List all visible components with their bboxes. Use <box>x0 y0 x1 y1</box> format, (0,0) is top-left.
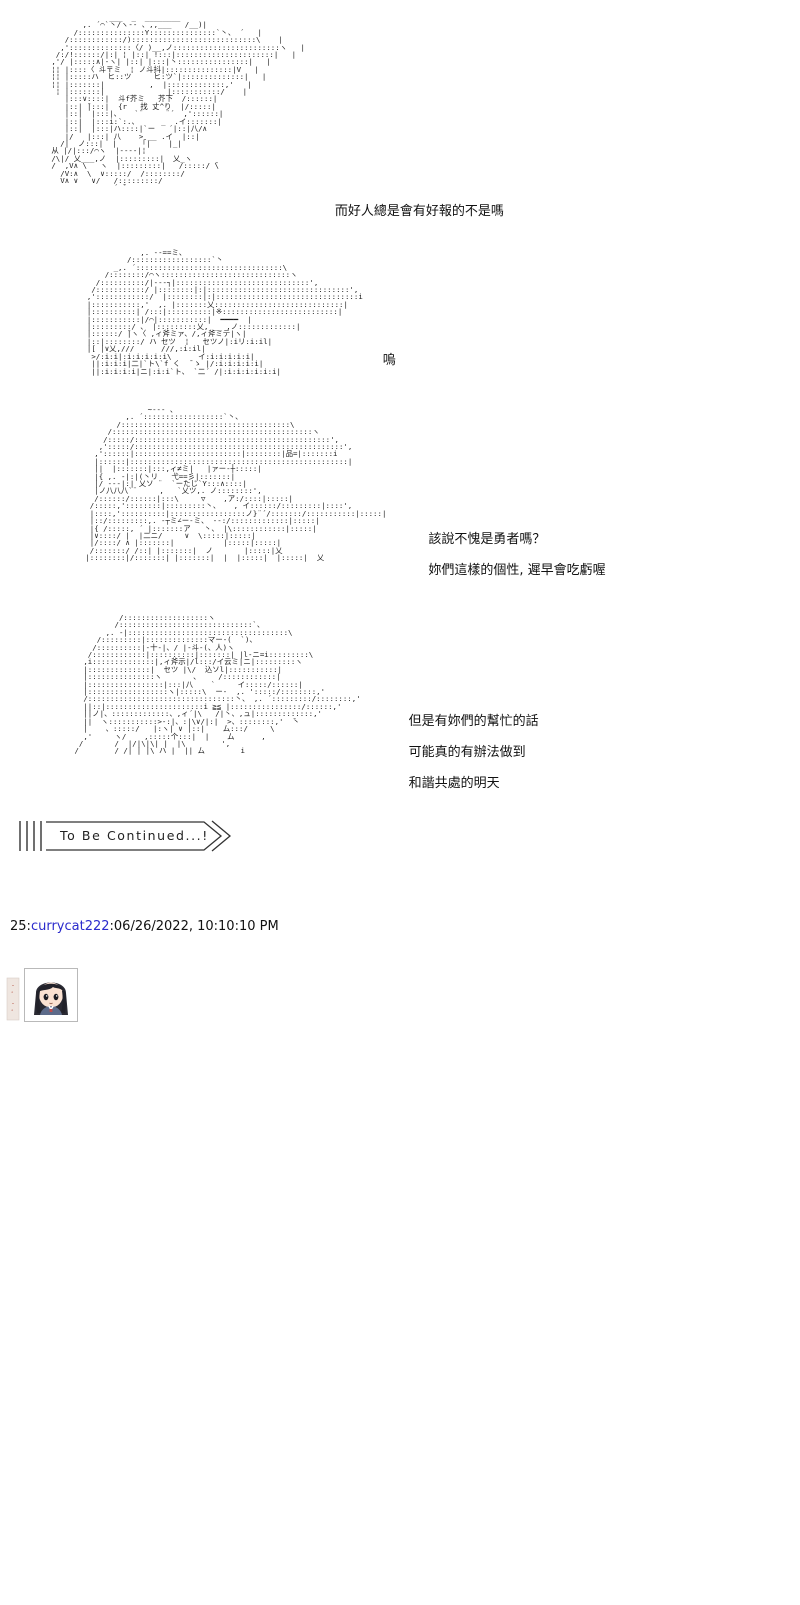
post-number: 25 <box>10 919 27 934</box>
post-timestamp: 06/26/2022, 10:10:10 PM <box>113 919 279 934</box>
scene-1: ___ _ ________ ,. ´⌒`丶/ヽ‐- 、,,___ /__)| … <box>38 14 800 227</box>
ascii-art-girl-arms: ~‐-- 、 ,. ´::::::::::::::::::`丶、 /::::::… <box>85 405 387 563</box>
post-footer: 25:currycat222:06/26/2022, 10:10:10 PM <box>10 919 800 934</box>
svg-text:ﾟ: ﾟ <box>11 992 14 999</box>
ascii-art-girl-smiling: /:::::::::::::::::::ヽ /:::::::::::::::::… <box>74 613 361 756</box>
top-spacer <box>0 0 800 14</box>
scene-2-ascii-art-container: ,. -‐==ミ、 /::::::::::::::::::`丶 _,. ´:::… <box>78 249 363 375</box>
scene-2: ,. -‐==ミ、 /::::::::::::::::::`丶 _,. ´:::… <box>78 249 800 376</box>
dialogue-line: 可能真的有辦法做到 <box>408 745 526 760</box>
scene-2-dialogue: 嗚 <box>383 345 396 376</box>
scene-3-dialogue: 該說不愧是勇者嗎？ 妳們這樣的個性, 遲早會吃虧喔 <box>428 524 605 586</box>
avatar-character-image <box>25 969 77 1021</box>
to-be-continued-label: To Be Continued...! <box>59 828 209 843</box>
to-be-continued-banner-shape: To Be Continued...! <box>19 820 232 852</box>
svg-text:･: ･ <box>11 983 14 990</box>
dialogue-line: 但是有妳們的幫忙的話 <box>408 714 539 729</box>
scene-1-ascii-art-container: ___ _ ________ ,. ´⌒`丶/ヽ‐- 、,,___ /__)| … <box>38 14 305 192</box>
avatar[interactable] <box>24 968 78 1022</box>
avatar-row: ･ ﾟ ･ ﾟ <box>6 968 800 1022</box>
scene-3: ~‐-- 、 ,. ´::::::::::::::::::`丶、 /::::::… <box>72 406 800 586</box>
ascii-art-girl-standing: ___ _ ________ ,. ´⌒`丶/ヽ‐- 、,,___ /__)| … <box>51 13 305 193</box>
dialogue-line: 嗚 <box>382 353 396 368</box>
vertical-stamp-icon: ･ ﾟ ･ ﾟ <box>6 977 20 1021</box>
dialogue-line: 該說不愧是勇者嗎？ <box>428 532 546 547</box>
dialogue-line: 妳們這樣的個性, 遲早會吃虧喔 <box>428 563 606 578</box>
scene-4-dialogue: 但是有妳們的幫忙的話 可能真的有辦法做到 和諧共處的明天 <box>409 706 539 799</box>
svg-text:･: ･ <box>11 1001 14 1008</box>
scene-4-ascii-art-container: /:::::::::::::::::::ヽ /:::::::::::::::::… <box>70 613 361 756</box>
dialogue-line: 而好人總是會有好報的不是嗎 <box>334 204 504 219</box>
post-separator-1: : <box>26 919 31 934</box>
scene-3-ascii-art-container: ~‐-- 、 ,. ´::::::::::::::::::`丶、 /::::::… <box>72 406 386 562</box>
post-author-link[interactable]: currycat222 <box>30 919 110 934</box>
svg-text:ﾟ: ﾟ <box>11 1010 14 1017</box>
post-separator-2: : <box>109 919 114 934</box>
scene-4: /:::::::::::::::::::ヽ /:::::::::::::::::… <box>70 614 800 799</box>
ascii-art-girl-closeup: ,. -‐==ミ、 /::::::::::::::::::`丶 _,. ´:::… <box>86 248 363 376</box>
scene-1-dialogue: 而好人總是會有好報的不是嗎 <box>335 196 504 227</box>
dialogue-line: 和諧共處的明天 <box>408 776 500 791</box>
to-be-continued-banner: To Be Continued...! <box>16 813 800 859</box>
